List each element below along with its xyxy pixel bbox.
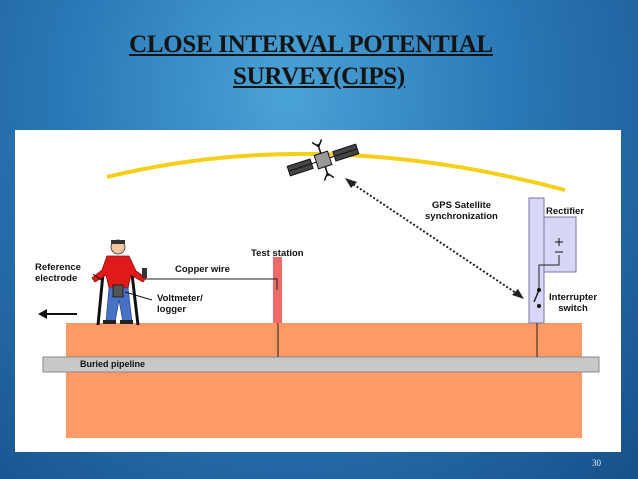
copper-wire	[144, 278, 278, 290]
voltmeter-label-line-1: Voltmeter/	[157, 293, 203, 304]
interrupter-switch-label: Interrupter switch	[549, 292, 597, 314]
reference-electrode-label-line-2: electrode	[35, 273, 78, 284]
gps-sync-label: GPS Satellite synchronization	[425, 200, 498, 222]
interrupter-switch-contact-top	[537, 288, 541, 292]
survey-direction-arrow-head	[38, 309, 47, 319]
diagram-panel: Reference electrode Copper wire Test sta…	[15, 130, 621, 452]
buried-pipeline-label: Buried pipeline	[80, 359, 146, 369]
reference-electrode-label-line-1: Reference	[35, 262, 81, 273]
page-number: 30	[592, 458, 601, 468]
interrupter-switch-contact-bottom	[537, 304, 541, 308]
gps-label-line-2: synchronization	[425, 211, 498, 222]
slide-title-line-1: CLOSE INTERVAL POTENTIAL	[129, 31, 493, 58]
voltmeter-label-line-2: logger	[157, 304, 187, 315]
voltmeter-pointer-arrow	[124, 291, 153, 301]
interrupter-label-line-2: switch	[558, 303, 588, 314]
reference-electrode-label: Reference electrode	[35, 262, 81, 284]
cips-diagram	[38, 139, 600, 438]
voltmeter-logger-label: Voltmeter/ logger	[157, 293, 203, 315]
copper-wire-label: Copper wire	[175, 264, 230, 275]
reference-electrode-pointer	[92, 273, 102, 281]
rectifier-pole	[528, 197, 545, 324]
gps-arrow-head-bottom	[512, 289, 524, 299]
test-station-label: Test station	[251, 248, 304, 259]
buried-pipeline	[42, 356, 600, 373]
surveyor-person	[91, 239, 147, 326]
interrupter-switch-arm	[533, 289, 540, 303]
gps-arrow-head-top	[345, 178, 357, 188]
soil-ground	[66, 323, 582, 438]
rectifier-wiring	[538, 255, 560, 290]
gps-label-line-1: GPS Satellite	[431, 200, 491, 211]
rectifier-box	[543, 216, 577, 273]
slide-title-line-2: SURVEY(CIPS)	[233, 63, 405, 90]
gps-sync-arrow	[349, 181, 520, 296]
rectifier-label: Rectifier	[546, 206, 585, 217]
interrupter-label-line-1: Interrupter	[549, 292, 598, 303]
gps-satellite	[286, 139, 360, 181]
